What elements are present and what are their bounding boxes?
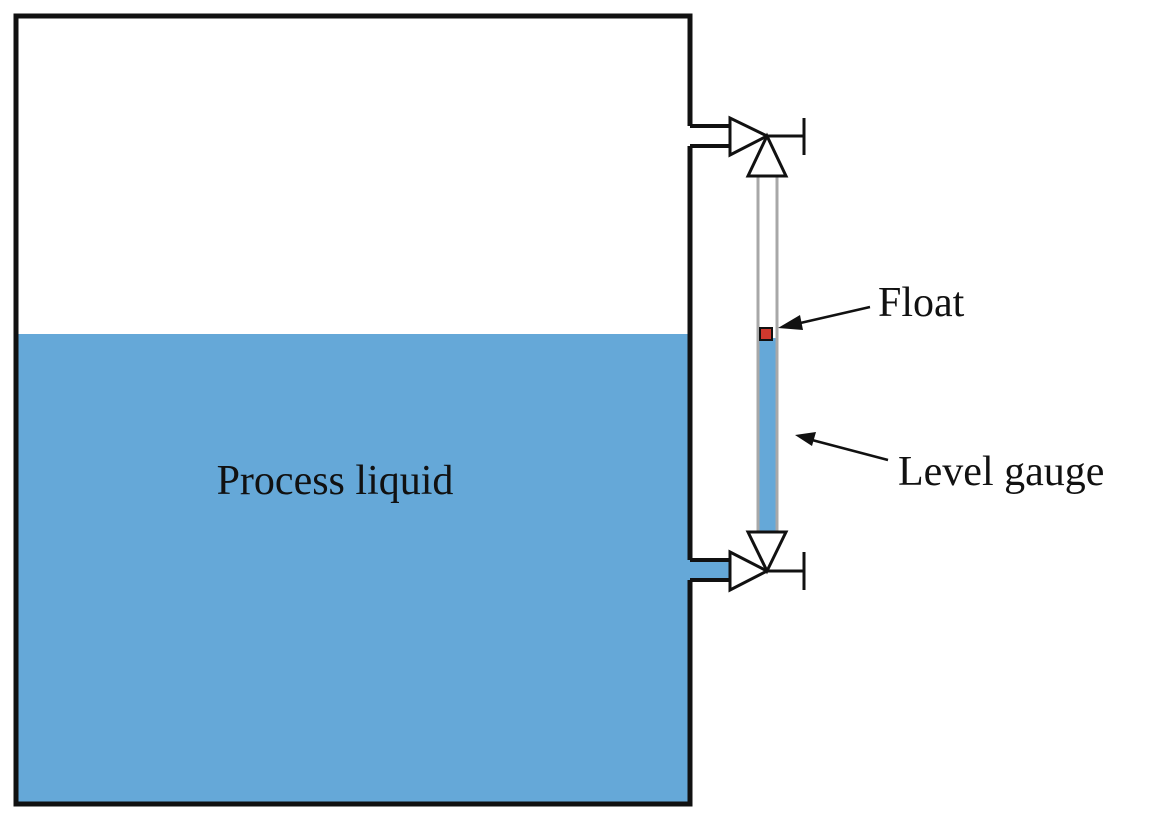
float-arrow-head [778,315,803,330]
lower-nozzle-liquid [690,562,732,579]
lower-valve-inlet-triangle [728,549,771,593]
upper-valve-outlet-triangle [745,132,789,178]
process-liquid-fill [18,334,690,803]
process-liquid-label: Process liquid [217,458,454,504]
tank-outline [13,13,693,807]
gauge-arrow-shaft [811,438,889,462]
lower-valve-outlet-triangle [745,530,789,575]
level-gauge-label: Level gauge [898,449,1104,495]
float-arrow-shaft [795,305,871,326]
float-marker [759,327,773,341]
upper-valve-inlet-triangle [728,115,771,158]
gauge-liquid-column [759,338,777,532]
gauge-arrow-head [795,432,816,446]
float-label: Float [878,280,965,326]
